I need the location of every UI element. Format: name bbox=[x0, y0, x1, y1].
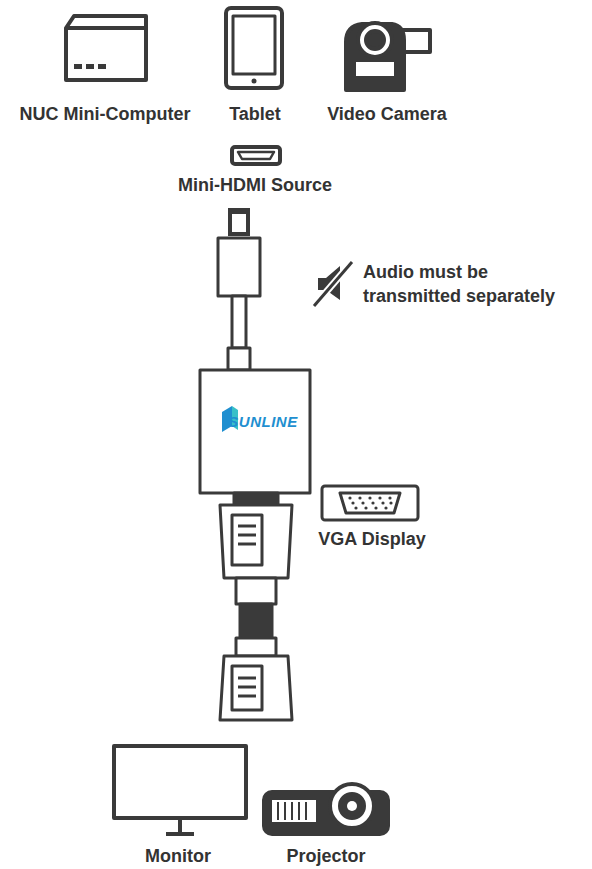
device-label: Monitor bbox=[145, 844, 211, 868]
projector-icon bbox=[264, 784, 388, 834]
brand-logo-text: SUNLINE bbox=[228, 413, 297, 430]
device-label: Video Camera bbox=[327, 102, 447, 126]
adapter-box: SUNLINE bbox=[220, 398, 306, 444]
mute-icon bbox=[314, 262, 352, 306]
tablet-icon bbox=[226, 8, 282, 88]
nuc-icon bbox=[66, 16, 146, 80]
device-label: Projector bbox=[286, 844, 365, 868]
port-label: Mini-HDMI Source bbox=[178, 173, 332, 197]
video-camera-icon bbox=[346, 23, 430, 90]
mini-hdmi-cable bbox=[218, 208, 260, 370]
vga-cable bbox=[220, 493, 292, 720]
monitor-icon bbox=[114, 746, 246, 834]
vga-port-icon bbox=[322, 486, 418, 520]
note-text: Audio must be transmitted separately bbox=[363, 260, 588, 309]
port-label: VGA Display bbox=[318, 527, 425, 551]
adapter-body bbox=[200, 370, 310, 493]
device-label: Tablet bbox=[229, 102, 281, 126]
device-label: NUC Mini-Computer bbox=[20, 102, 191, 126]
mini-hdmi-port-icon bbox=[232, 147, 280, 164]
